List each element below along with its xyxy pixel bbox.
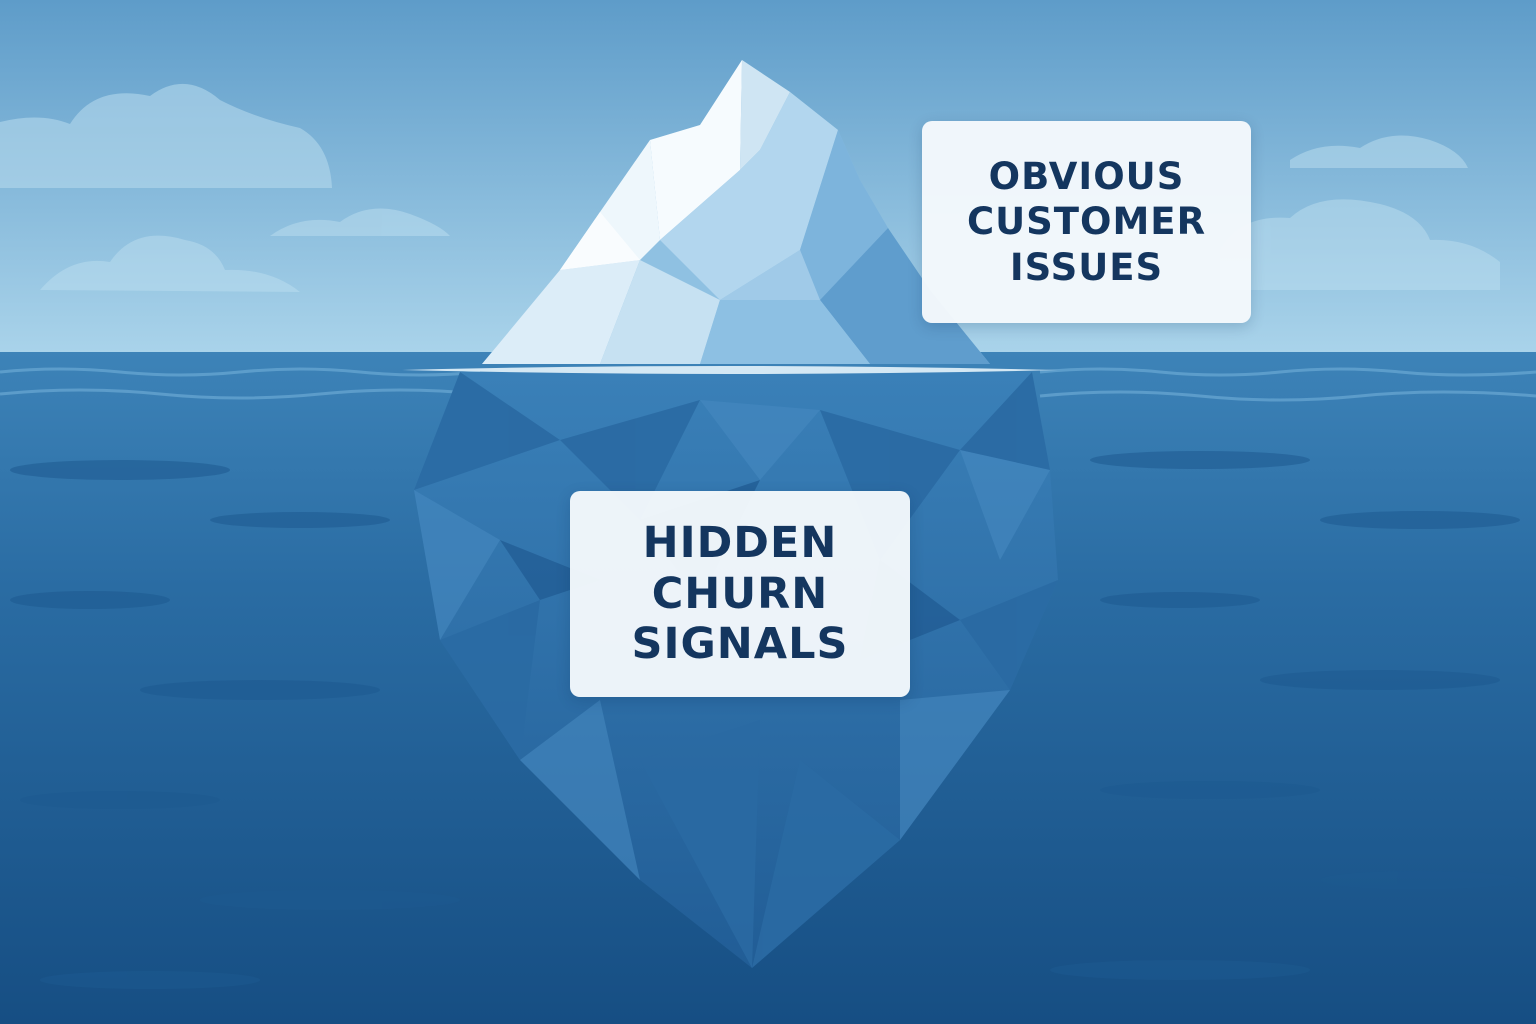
waterline bbox=[402, 366, 1058, 374]
surface-waves bbox=[0, 367, 1536, 402]
label-obvious-customer-issues: OBVIOUS CUSTOMER ISSUES bbox=[922, 121, 1251, 323]
label-line: CUSTOMER bbox=[966, 200, 1207, 244]
label-line: SIGNALS bbox=[631, 619, 849, 670]
label-line: ISSUES bbox=[1009, 245, 1164, 289]
label-line: CHURN bbox=[651, 568, 829, 619]
label-hidden-churn-signals: HIDDEN CHURN SIGNALS bbox=[570, 491, 910, 697]
label-line: HIDDEN bbox=[642, 517, 838, 568]
clouds bbox=[0, 83, 1500, 292]
iceberg-peak bbox=[482, 60, 990, 364]
underwater-ripples bbox=[10, 451, 1520, 989]
label-line: OBVIOUS bbox=[988, 155, 1185, 199]
